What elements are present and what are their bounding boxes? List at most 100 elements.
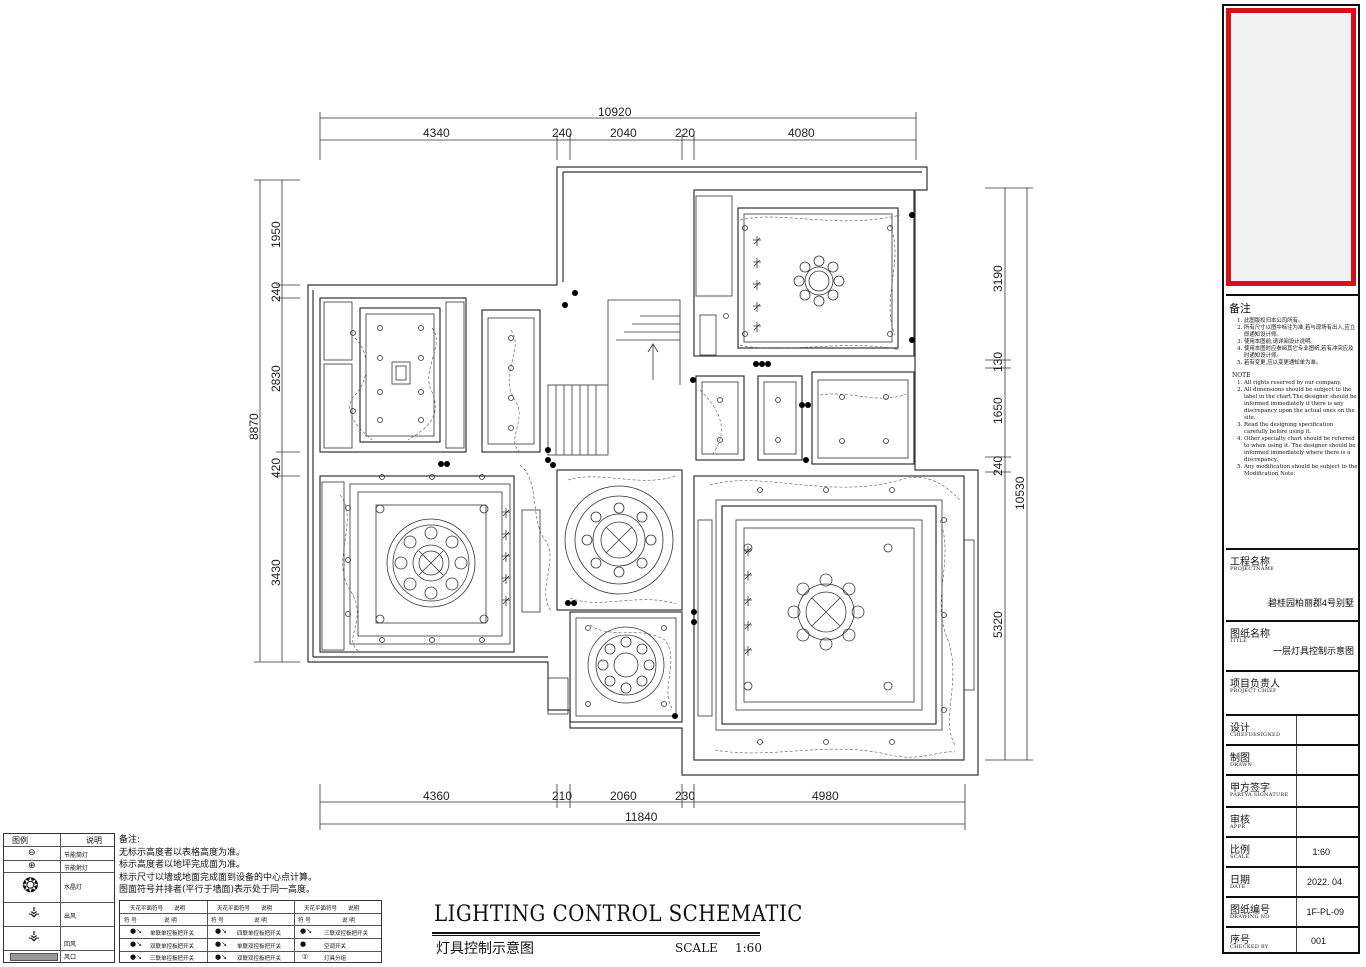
drawing-scale-label: SCALE [675,941,718,955]
switch-group-desc-3: 说明 [348,906,360,912]
switch-row2-col2: 单联双控板把开关 [237,944,282,950]
chandelier-icon: ❂ [22,873,39,897]
switch-row2-col3: 空调开关 [324,944,347,950]
notes-heading: 备注 [1229,302,1251,315]
project-value: 碧桂园柏丽郡4号别墅 [1267,598,1354,608]
drawing-number-value: 1F-PL-09 [1306,907,1344,917]
drawing-title-label: 图纸名称 [1230,629,1270,640]
signature-label: 甲方签字 [1230,783,1270,794]
dim-right-total: 10530 [1013,476,1027,510]
switch-group-desc-2: 说明 [261,906,273,912]
spotlight-icon: ⊕ [28,861,36,871]
dim-right-seg-5: 5320 [991,611,1005,638]
drawing-number-sub: DRAWING NO [1230,914,1270,920]
sequence-label: 序号 [1230,935,1250,946]
dim-left-seg-4: 420 [269,458,283,478]
switch-icon: ●↘ [130,940,142,948]
switch-sub-symbol-3: 符 号 [298,918,311,924]
note-en-2: All dimensions should be subject to the … [1244,387,1358,422]
sequence-value: 001 [1310,936,1326,946]
company-logo-frame [1226,8,1356,286]
floor-plan-walls [307,166,979,776]
dim-right-seg-4: 240 [991,456,1005,476]
switch-icon: ●↘ [300,927,312,935]
supply-air-icon: ⚶ [28,904,40,920]
designed-row: 设计 CHIEFDESIGNED [1226,714,1358,744]
switch-row2-col1: 双联单控板把开关 [150,944,195,950]
note-cn-4: 使用本图时应参阅其它专业图纸,若有冲突应及时通知设计师。 [1244,346,1358,360]
drawn-sub: DRAWN [1230,762,1253,768]
date-label: 日期 [1230,875,1250,886]
scale-label: 比例 [1230,845,1250,856]
note-en-1: All rights reserved by our company. [1244,380,1358,387]
note-en-4: Other specialty chart should be referred… [1244,436,1358,464]
drawing-number-row: 图纸编号 DRAWING NO 1F-PL-09 [1226,896,1358,926]
legend-item-1: 节能筒灯 [64,852,89,859]
dim-bottom-seg-4: 230 [675,789,695,803]
switch-sub-desc-1: 说 明 [164,918,177,924]
legend-icon-header: 图例 [12,836,28,845]
switch-sub-desc-2: 说 明 [254,918,267,924]
wall-lamps [502,236,761,656]
switch-row3-col3: 灯具分组 [324,956,347,962]
dim-bottom-seg-3: 2060 [610,789,637,803]
switch-legend-table: 天花平面符号 说明 天花平面符号 说明 天花平面符号 说明 符 号 说 明 符 … [119,900,382,963]
dim-left-seg-2: 240 [269,282,283,302]
note-cn-5: 若有变更,应以变更通知单为准。 [1244,360,1358,367]
floor-plan-drawing: 10920 4340 240 2040 220 4080 4360 210 20… [247,105,1033,830]
air-vent-icon [10,953,58,961]
dim-top-seg-2: 240 [552,126,572,140]
chandelier-right [787,573,865,651]
switch-group-desc-1: 说明 [174,906,186,912]
switch-group-header-1: 天花平面符号 [130,906,164,912]
general-note-1: 无标示高度者以表格高度为准。 [119,847,246,858]
note-cn-3: 使用本图前,请详阅设计说明。 [1244,339,1358,346]
bottom-dimensions: 4360 210 2060 230 4980 11840 [319,784,966,830]
general-notes-heading: 备注: [119,835,141,845]
legend-table: 图例 说明 ⊖ 节能筒灯 ⊕ 节能射灯 ❂ 水晶灯 ⚶ 出风 ⚶ 回风 风口 [3,833,115,963]
note-cn-2: 所有尺寸以图中标注为准,若与现场有出入,应立即通知设计师。 [1244,325,1358,339]
dim-left-seg-5: 3430 [269,559,283,586]
downlight-icon: ⊖ [28,848,36,858]
legend-item-6: 风口 [64,954,77,961]
dim-bottom-total: 11840 [625,810,658,824]
approval-row: 审核 APPR [1226,806,1358,836]
chandelier-top-right [793,255,845,307]
legend-desc-header: 说明 [86,836,102,845]
sequence-row: 序号 CHECKED BY 001 [1226,926,1358,952]
general-notes: 备注: 无标示高度者以表格高度为准。 标示高度者以地坪完成面为准。 标示尺寸以墙… [119,834,379,897]
dim-left-seg-3: 2830 [269,365,283,392]
project-sub: PROJECTNAME [1230,566,1275,572]
chandelier-lower [587,626,665,704]
dim-top-seg-4: 220 [675,126,695,140]
dim-top-seg-1: 4340 [423,126,450,140]
general-note-3: 标示尺寸以墙或地面完成面到设备的中心点计算。 [119,872,318,883]
project-label: 工程名称 [1230,557,1270,568]
switch-row1-col1: 单联单控板把开关 [150,931,195,937]
date-sub: DATE [1230,884,1246,890]
switch-group-header-2: 天花平面符号 [217,906,251,912]
title-block-notes: 备注 此图版权归本公司所有。 所有尺寸以图中标注为准,若与现场有出入,应立即通知… [1226,294,1358,550]
switch-icon: ●↘ [215,953,227,961]
general-note-2: 标示高度者以地坪完成面为准。 [119,860,246,870]
switch-icon: ● [300,940,307,948]
project-name-row: 工程名称 PROJECTNAME 碧桂园柏丽郡4号别墅 [1226,548,1358,620]
return-air-icon: ⚶ [28,928,40,944]
title-rule-thin [432,935,760,936]
signature-sub: PARTYA SIGNATURE [1230,792,1289,798]
chandelier-left [386,518,476,608]
dim-bottom-seg-5: 4980 [812,789,839,803]
switches [438,212,915,719]
wiring [339,214,961,758]
drawing-number-label: 图纸编号 [1230,905,1270,916]
dim-top-seg-5: 4080 [788,126,815,140]
ceiling-ornaments [375,504,893,691]
legend-item-5: 回风 [64,941,77,948]
switch-sub-desc-3: 说 明 [342,918,355,924]
note-cn-1: 此图版权归本公司所有。 [1244,318,1358,325]
switch-icon: ●↘ [215,927,227,935]
drawing-title-cn: 灯具控制示意图 [436,941,534,957]
date-row: 日期 DATE 2022. 04 [1226,866,1358,896]
designed-sub: CHIEFDESIGNED [1230,732,1281,738]
top-dimensions: 10920 4340 240 2040 220 4080 [319,105,917,160]
